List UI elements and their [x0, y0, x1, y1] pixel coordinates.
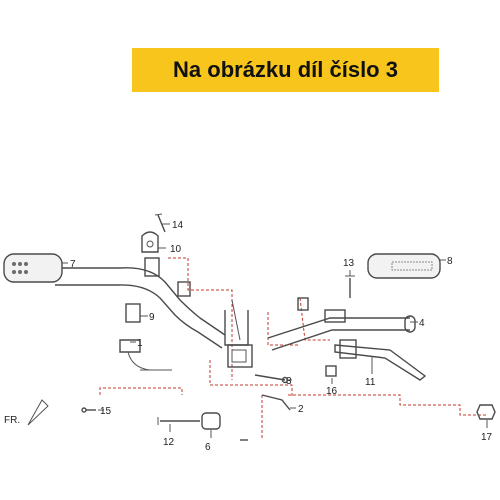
callout-3: 3	[286, 376, 292, 387]
callout-6: 6	[205, 442, 211, 453]
callout-4: 4	[419, 318, 425, 329]
part-6-washer	[201, 412, 221, 430]
callout-labels: 1 2 3 4 6 7 8 9 10 11 12 13 14 15 16 17	[70, 220, 493, 453]
right-handlebar	[267, 253, 441, 351]
callout-15: 15	[100, 406, 112, 417]
part-11-lever	[334, 339, 427, 381]
callout-16: 16	[326, 386, 338, 397]
callout-11: 11	[365, 377, 376, 388]
right-grip-icon	[367, 253, 441, 279]
callout-1: 1	[137, 338, 143, 349]
callout-14: 14	[172, 220, 184, 231]
front-direction-marker: FR.	[4, 399, 49, 426]
part-17-barend	[476, 404, 496, 420]
part-15-screw	[81, 407, 96, 413]
callout-8: 8	[447, 256, 453, 267]
callout-12: 12	[163, 437, 175, 448]
center-stem	[224, 299, 253, 368]
callout-7: 7	[70, 259, 76, 270]
part-3-bolt	[254, 374, 289, 384]
part-2-bracket	[261, 394, 291, 411]
callout-17: 17	[481, 432, 493, 443]
left-handlebar	[3, 253, 226, 349]
left-grip-icon	[3, 253, 63, 283]
guide-lines	[99, 257, 487, 440]
banner-title: Na obrázku díl číslo 3	[173, 57, 398, 82]
part-12-bolt	[157, 417, 200, 425]
part-16-nut	[325, 365, 337, 377]
part-13-bolt	[345, 275, 355, 298]
front-label: FR.	[4, 415, 20, 426]
front-arrow-icon	[27, 399, 49, 426]
part-9-1-cable	[119, 303, 172, 371]
callout-2: 2	[298, 404, 304, 415]
part-14-screw	[154, 213, 166, 233]
callout-13: 13	[343, 258, 355, 269]
part-10-clamp	[141, 231, 159, 253]
leader-lines	[62, 223, 488, 438]
callout-10: 10	[170, 244, 182, 255]
callout-9: 9	[149, 312, 155, 323]
highlight-banner: Na obrázku díl číslo 3	[132, 48, 439, 92]
